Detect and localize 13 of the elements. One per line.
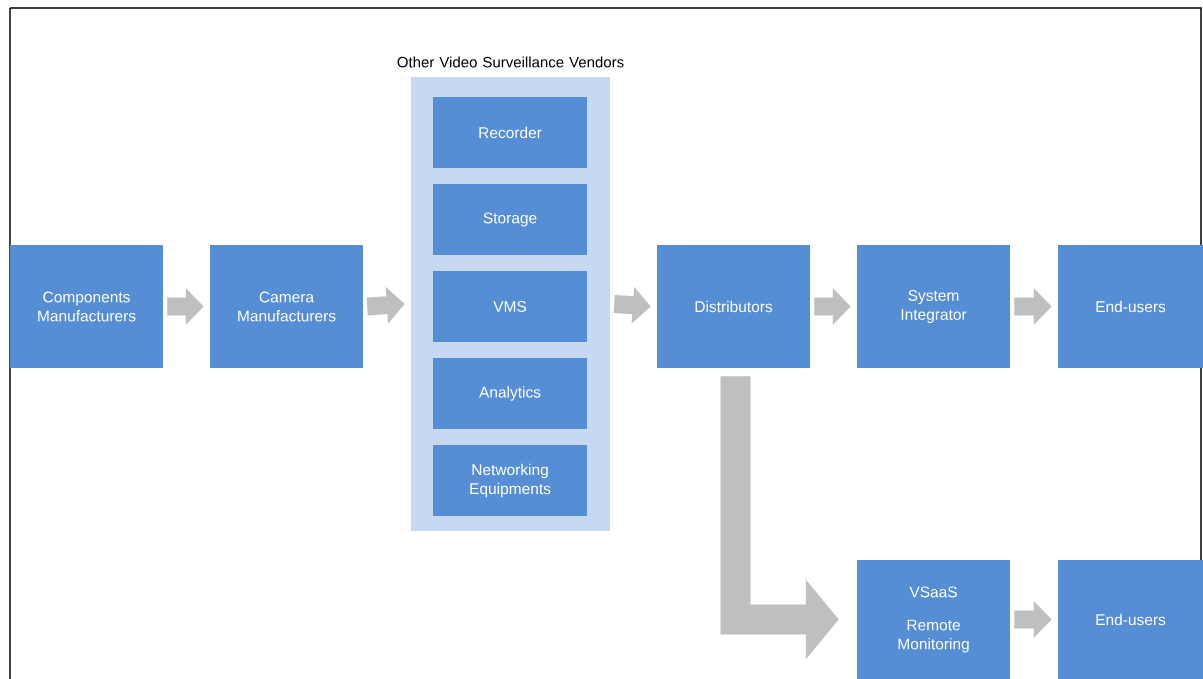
process-box: End-users bbox=[1058, 245, 1203, 368]
process-box: System Integrator bbox=[857, 245, 1010, 368]
process-box: End-users bbox=[1058, 560, 1203, 679]
component-box: VMS bbox=[433, 271, 587, 342]
process-box: Camera Manufacturers bbox=[210, 245, 363, 368]
process-box: Components Manufacturers bbox=[10, 245, 163, 368]
group-heading: Other Video Surveillance Vendors bbox=[397, 56, 624, 68]
component-box: Recorder bbox=[433, 97, 587, 168]
component-box: Analytics bbox=[433, 358, 587, 429]
process-box: Distributors bbox=[657, 245, 810, 368]
component-box: Networking Equipments bbox=[433, 445, 587, 516]
process-box: VSaaS Remote Monitoring bbox=[857, 560, 1010, 679]
component-box: Storage bbox=[433, 184, 587, 255]
